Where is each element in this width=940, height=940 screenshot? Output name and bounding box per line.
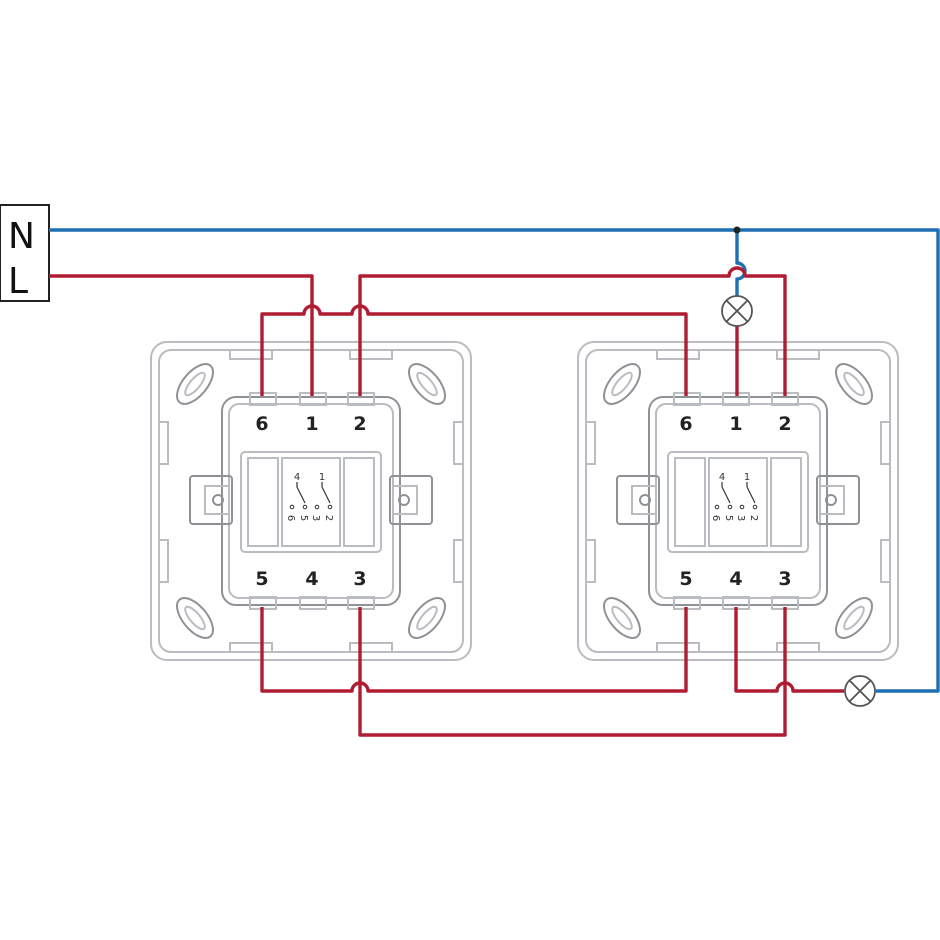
lamp-2-feed-wire (734, 607, 844, 693)
terminal-1-label: 1 (729, 413, 742, 435)
terminal-6-label: 6 (679, 413, 692, 435)
svg-text:1: 1 (319, 472, 325, 483)
svg-text:5: 5 (723, 515, 734, 521)
lamp-2-icon (844, 675, 876, 707)
traveler-wire-2 (358, 266, 787, 396)
screw-clamp-icon (816, 475, 860, 525)
svg-text:5: 5 (298, 515, 309, 521)
mount-slot-icon (835, 363, 873, 405)
terminal-4-label: 4 (305, 568, 318, 590)
terminal-3-label: 3 (353, 568, 366, 590)
live-label: L (8, 261, 28, 302)
supply-terminal-box: N L (0, 204, 50, 302)
terminal-5-label: 5 (679, 568, 692, 590)
mount-slot-icon (176, 363, 214, 405)
terminal-2-label: 2 (353, 413, 366, 435)
svg-text:6: 6 (285, 515, 296, 521)
svg-text:4: 4 (294, 472, 300, 483)
live-feed-wire (49, 274, 314, 396)
traveler-wire-6 (260, 304, 688, 396)
terminal-5-label: 5 (255, 568, 268, 590)
live-wiring (49, 266, 844, 737)
terminal-4-label: 4 (729, 568, 742, 590)
traveler-wire-5 (260, 607, 688, 693)
svg-text:4: 4 (719, 472, 725, 483)
screw-clamp-icon (616, 475, 660, 525)
svg-text:2: 2 (748, 515, 759, 521)
svg-text:3: 3 (310, 515, 321, 521)
terminal-1-label: 1 (305, 413, 318, 435)
svg-text:3: 3 (735, 515, 746, 521)
neutral-main-wire (49, 228, 940, 693)
terminal-3-label: 3 (778, 568, 791, 590)
lamp-1-icon (721, 295, 753, 327)
svg-text:6: 6 (710, 515, 721, 521)
mount-slot-icon (408, 597, 446, 639)
svg-text:2: 2 (323, 515, 334, 521)
terminal-2-label: 2 (778, 413, 791, 435)
terminal-6-label: 6 (255, 413, 268, 435)
contact-schematic-icon: 4 1 6 5 3 2 (710, 472, 759, 521)
contact-schematic-icon: 4 1 6 5 3 2 (285, 472, 334, 521)
junction-dot (733, 226, 741, 234)
screw-clamp-icon (389, 475, 433, 525)
mount-slot-icon (176, 597, 214, 639)
svg-text:1: 1 (744, 472, 750, 483)
mount-slot-icon (835, 597, 873, 639)
traveler-wire-3 (358, 607, 787, 737)
neutral-label: N (8, 216, 35, 257)
mount-slot-icon (408, 363, 446, 405)
neutral-drop-wire (735, 230, 747, 296)
mount-slot-icon (603, 597, 641, 639)
switch-right: 6 1 2 5 4 3 4 1 6 5 3 2 (577, 341, 899, 661)
switch-left: 6 1 2 5 4 3 4 1 6 5 3 2 (150, 341, 472, 661)
screw-clamp-icon (189, 475, 233, 525)
mount-slot-icon (603, 363, 641, 405)
